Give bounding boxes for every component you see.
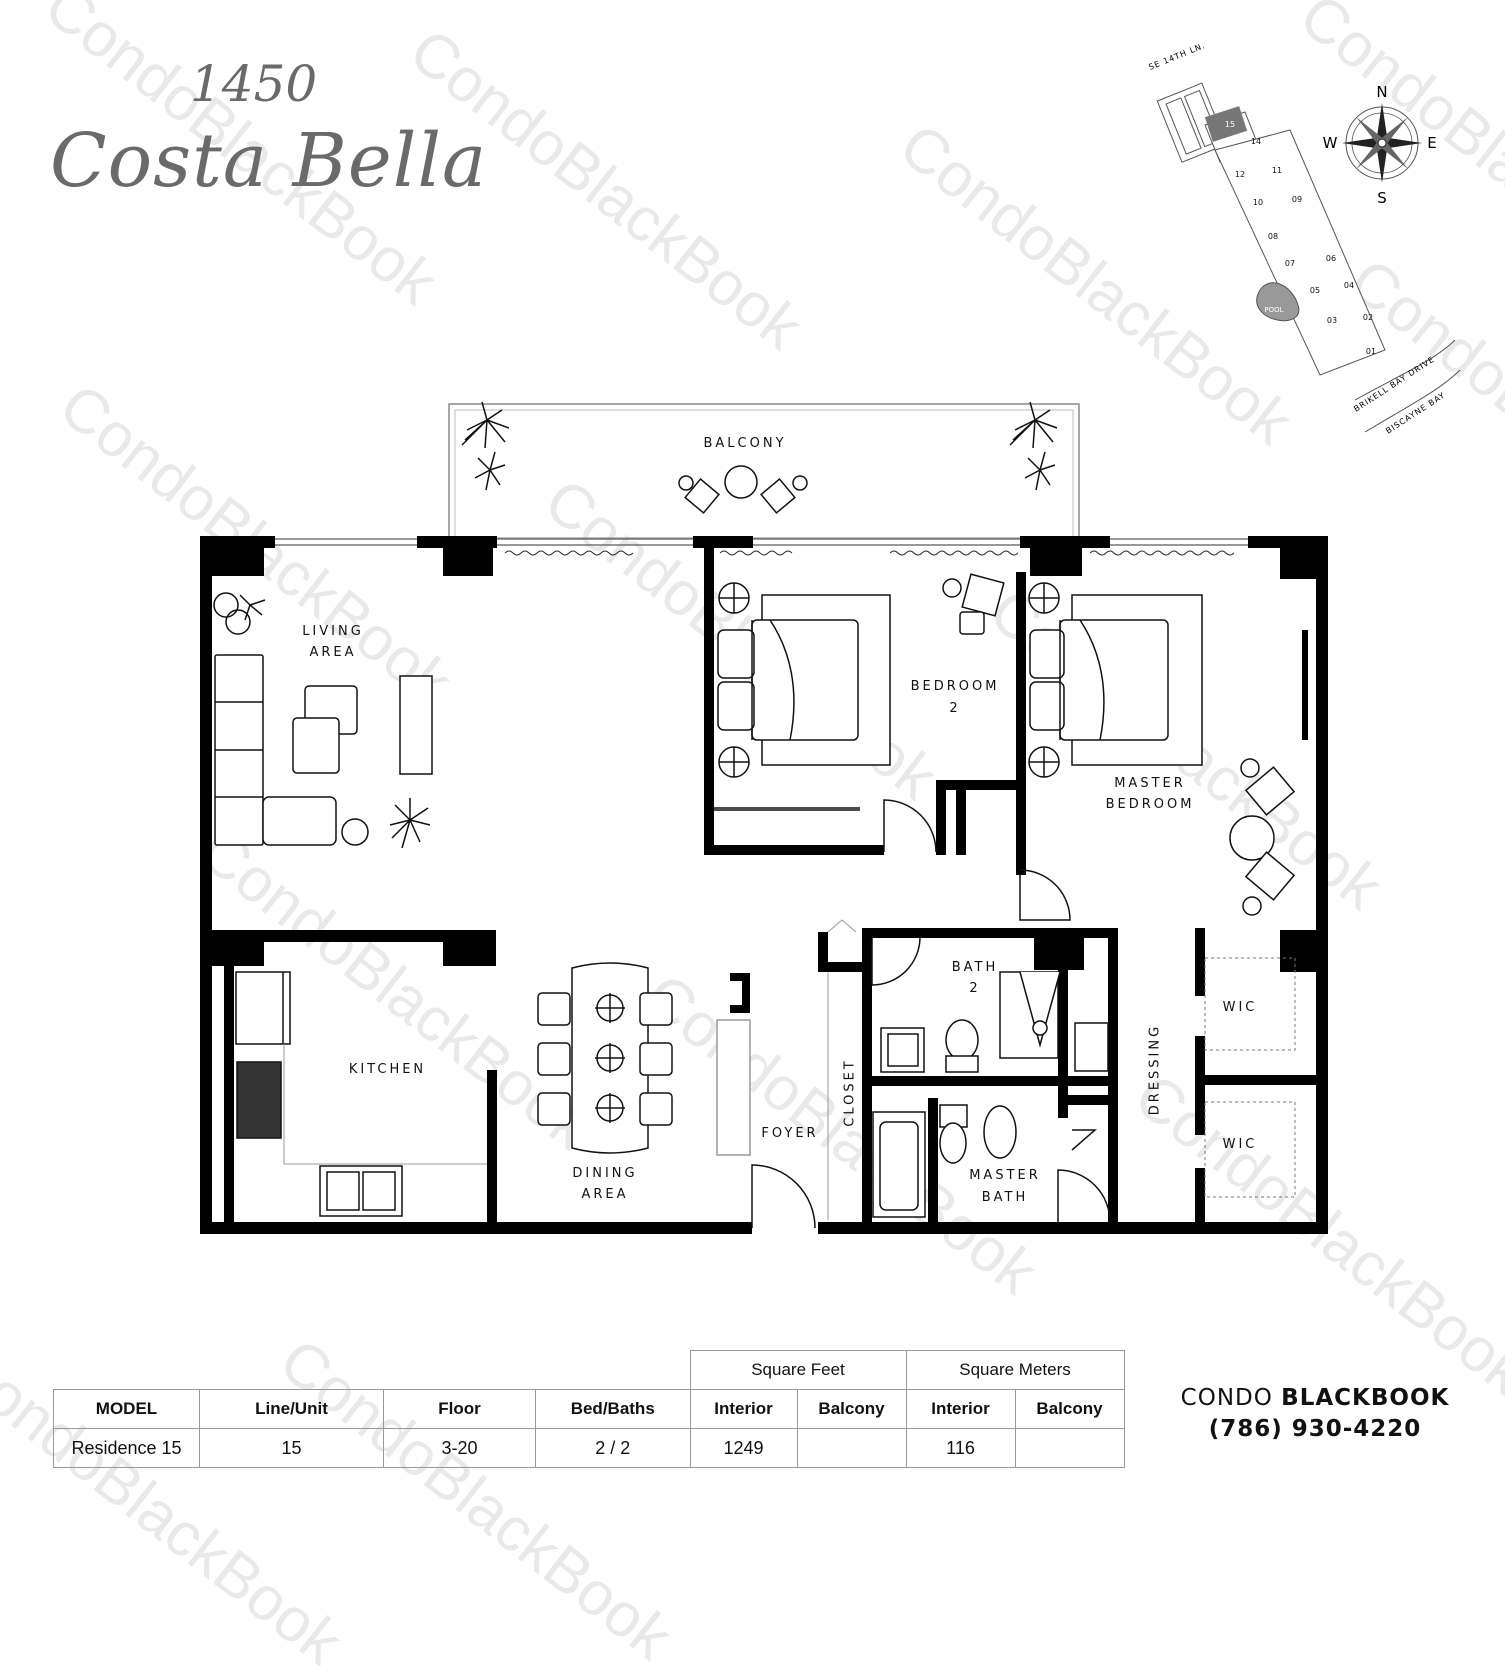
room-label-bath2-num: 2: [969, 981, 981, 996]
group-header-sqft: Square Feet: [689, 1350, 907, 1390]
room-label-bath2: BATH: [951, 960, 999, 975]
brand-name: CONDO BLACKBOOK: [1150, 1385, 1480, 1411]
room-label-bedroom2: BEDROOM: [910, 679, 1000, 694]
header-sqm-balcony: Balcony: [1014, 1389, 1125, 1429]
unit-label: 05: [1310, 286, 1320, 295]
header-model: MODEL: [53, 1389, 200, 1429]
room-label-dressing: DRESSING: [1147, 1023, 1163, 1116]
cell-floor: 3-20: [383, 1428, 536, 1468]
floor-plan: [200, 401, 1328, 1234]
pool-label: POOL: [1264, 306, 1283, 314]
unit-label: 10: [1253, 198, 1263, 207]
unit-label: 03: [1327, 316, 1337, 325]
compass-e: E: [1427, 134, 1436, 152]
unit-label: 07: [1285, 259, 1295, 268]
logo-name: Costa Bella: [50, 118, 488, 204]
room-label-wic-1: WIC: [1222, 1000, 1258, 1015]
header-sqm-interior: Interior: [905, 1389, 1016, 1429]
brand-name-bold: BLACKBOOK: [1281, 1385, 1450, 1411]
unit-label: 14: [1251, 137, 1261, 146]
header-sqft-interior: Interior: [689, 1389, 798, 1429]
room-label-master-bath: MASTER: [969, 1168, 1041, 1183]
cell-sqft-interior: 1249: [689, 1428, 798, 1468]
plant-icon: [461, 401, 1058, 491]
header-line-unit: Line/Unit: [199, 1389, 384, 1429]
table-row: Residence 15 15 3-20 2 / 2 1249 116: [53, 1428, 1125, 1468]
brand-name-light: CONDO: [1180, 1385, 1273, 1411]
room-label-closet: CLOSET: [842, 1058, 858, 1127]
compass-w: W: [1323, 134, 1338, 152]
room-label-foyer: FOYER: [761, 1126, 819, 1141]
room-label-bedroom2-num: 2: [949, 701, 961, 716]
highlighted-unit: 15: [1225, 120, 1235, 129]
header-floor: Floor: [383, 1389, 536, 1429]
room-label-living: LIVING: [302, 624, 364, 639]
compass-n: N: [1376, 83, 1387, 101]
unit-label: 12: [1235, 170, 1245, 179]
room-label-kitchen: KITCHEN: [348, 1062, 427, 1077]
cell-model: Residence 15: [53, 1428, 200, 1468]
room-label-living-area: AREA: [309, 645, 357, 660]
room-label-dining-area: AREA: [581, 1187, 629, 1202]
room-label-master-bedroom: BEDROOM: [1105, 797, 1195, 812]
spec-table: Square Feet Square Meters MODEL Line/Uni…: [53, 1350, 1125, 1468]
group-header-sqm: Square Meters: [905, 1350, 1125, 1390]
compass-s: S: [1377, 189, 1387, 207]
room-label-master-bath-2: BATH: [981, 1190, 1029, 1205]
cell-line-unit: 15: [199, 1428, 384, 1468]
logo-number: 1450: [190, 55, 318, 113]
compass-icon: N S W E: [1323, 83, 1437, 207]
cell-sqm-balcony: [1014, 1428, 1125, 1468]
cell-sqft-balcony: [796, 1428, 907, 1468]
room-label-balcony: BALCONY: [703, 436, 787, 451]
unit-label: 11: [1272, 166, 1282, 175]
room-label-dining: DINING: [572, 1166, 638, 1181]
room-label-wic-2: WIC: [1222, 1137, 1258, 1152]
room-label-master: MASTER: [1114, 776, 1186, 791]
unit-label: 06: [1326, 254, 1336, 263]
unit-label: 01: [1366, 347, 1376, 356]
unit-label: 04: [1344, 281, 1354, 290]
unit-label: 09: [1292, 195, 1302, 204]
site-map: SE 14TH LN. 15 14 12 11 10 09 08 07 06 0…: [1147, 41, 1461, 436]
header-bed-baths: Bed/Baths: [535, 1389, 691, 1429]
header-sqft-balcony: Balcony: [796, 1389, 907, 1429]
cell-bed-baths: 2 / 2: [535, 1428, 691, 1468]
unit-label: 02: [1363, 313, 1373, 322]
cell-sqm-interior: 116: [905, 1428, 1016, 1468]
unit-label: 08: [1268, 232, 1278, 241]
brand-phone[interactable]: (786) 930-4220: [1208, 1416, 1422, 1442]
